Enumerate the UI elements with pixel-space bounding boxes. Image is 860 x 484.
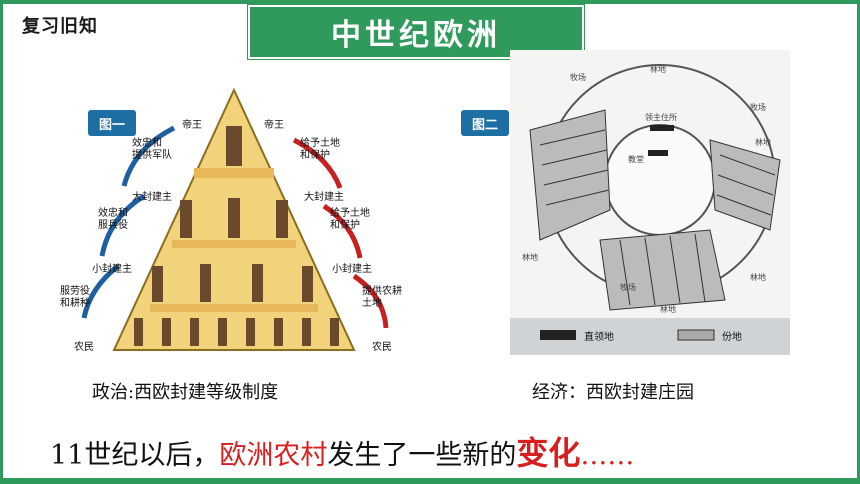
arrow-up-top <box>121 125 176 187</box>
great-lord-figure <box>228 198 240 238</box>
small-lord-figure <box>152 266 163 302</box>
arrow-down-bottom <box>352 273 389 329</box>
small-lord-platform <box>150 304 318 312</box>
figure1-caption: 政治:西欧封建等级制度 <box>92 382 279 403</box>
peasant-figure <box>330 318 339 346</box>
map-label: 牧场 <box>750 102 766 112</box>
map-label: 牧场 <box>620 282 636 292</box>
manor-house-block <box>650 125 674 131</box>
arrow-up-middle <box>99 193 146 257</box>
manor-map-diagram: 直领地 份地 林地 牧场 牧场 林地 林地 林地 牧场 林地 领主住所 教堂 <box>510 50 790 355</box>
caption-up-top: 效忠和提供军队 <box>132 136 172 161</box>
small-lord-figure <box>252 264 263 302</box>
map-label: 林地 <box>522 252 538 262</box>
field-strips-bottom <box>599 229 726 311</box>
map-village <box>604 124 716 236</box>
figure2-caption: 经济：西欧封建庄园 <box>532 382 694 403</box>
arrow-down-middle <box>322 203 363 259</box>
map-label: 林地 <box>750 272 766 282</box>
label-great-lord-right: 大封建主 <box>304 190 344 203</box>
label-small-lord-right: 小封建主 <box>332 262 372 275</box>
frame-bottom-border <box>0 478 860 484</box>
label-peasant-right: 农民 <box>372 340 392 353</box>
summary-prefix: 11世纪以后， <box>50 440 220 471</box>
map-label: 林地 <box>660 304 676 314</box>
legend-share-land-label: 份地 <box>722 330 742 343</box>
label-king-left: 帝王 <box>182 118 202 131</box>
peasant-figure <box>274 318 283 346</box>
label-peasant-left: 农民 <box>74 340 94 353</box>
caption-up-middle: 效忠和服兵役 <box>98 206 128 231</box>
figure-group <box>134 126 339 346</box>
great-lord-platform <box>172 240 296 248</box>
peasant-figure <box>134 318 143 346</box>
peasant-figure <box>302 318 311 346</box>
map-label: 领主住所 <box>645 112 677 122</box>
map-label: 牧场 <box>570 72 586 82</box>
frame-top-border <box>0 0 860 4</box>
peasant-figure <box>246 318 255 346</box>
figure2-tag: 图二 <box>461 110 509 136</box>
feudal-pyramid-diagram: 帝王 帝王 大封建主 大封建主 小封建主 小封建主 农民 农民 效忠和提供军队 … <box>60 88 402 353</box>
legend-demesne-label: 直领地 <box>584 330 614 343</box>
figure1-tag: 图一 <box>88 110 136 136</box>
king-platform <box>194 168 274 178</box>
frame-left-border <box>0 0 3 484</box>
frame-right-border <box>857 0 860 484</box>
map-label: 林地 <box>650 64 666 74</box>
king-figure <box>226 126 242 166</box>
small-lord-figure <box>302 266 313 302</box>
summary-sentence: 11世纪以后，欧洲农村发生了一些新的变化…… <box>50 428 634 474</box>
map-strip-lines <box>539 129 776 306</box>
arrow-up-bottom <box>81 264 120 319</box>
map-label: 林地 <box>755 137 771 147</box>
arrow-down-top <box>292 137 343 189</box>
label-king-right: 帝王 <box>264 118 284 131</box>
summary-emphasis: 变化 <box>516 434 581 472</box>
page-title: 中世纪欧洲 <box>331 18 501 53</box>
great-lord-figure <box>180 200 192 238</box>
legend-demesne-swatch <box>540 330 576 340</box>
church-block <box>648 150 668 156</box>
caption-down-top: 给予土地和保护 <box>300 136 340 161</box>
summary-highlight: 欧洲农村 <box>219 440 328 471</box>
label-great-lord-left: 大封建主 <box>132 190 172 203</box>
peasant-figure <box>190 318 199 346</box>
label-small-lord-left: 小封建主 <box>92 262 132 275</box>
legend-share-land-swatch <box>677 329 715 341</box>
summary-suffix: …… <box>580 440 635 471</box>
caption-up-bottom: 服劳役和耕种 <box>60 284 90 309</box>
peasant-figure <box>218 318 227 346</box>
caption-down-bottom: 提供农耕土地 <box>362 284 402 309</box>
peasant-figure <box>162 318 171 346</box>
small-lord-figure <box>200 264 211 302</box>
map-label: 教堂 <box>628 154 644 164</box>
review-label: 复习旧知 <box>22 16 98 37</box>
summary-middle: 发生了一些新的 <box>327 440 517 471</box>
great-lord-figure <box>276 200 288 238</box>
caption-down-middle: 给予土地和保护 <box>330 206 370 231</box>
